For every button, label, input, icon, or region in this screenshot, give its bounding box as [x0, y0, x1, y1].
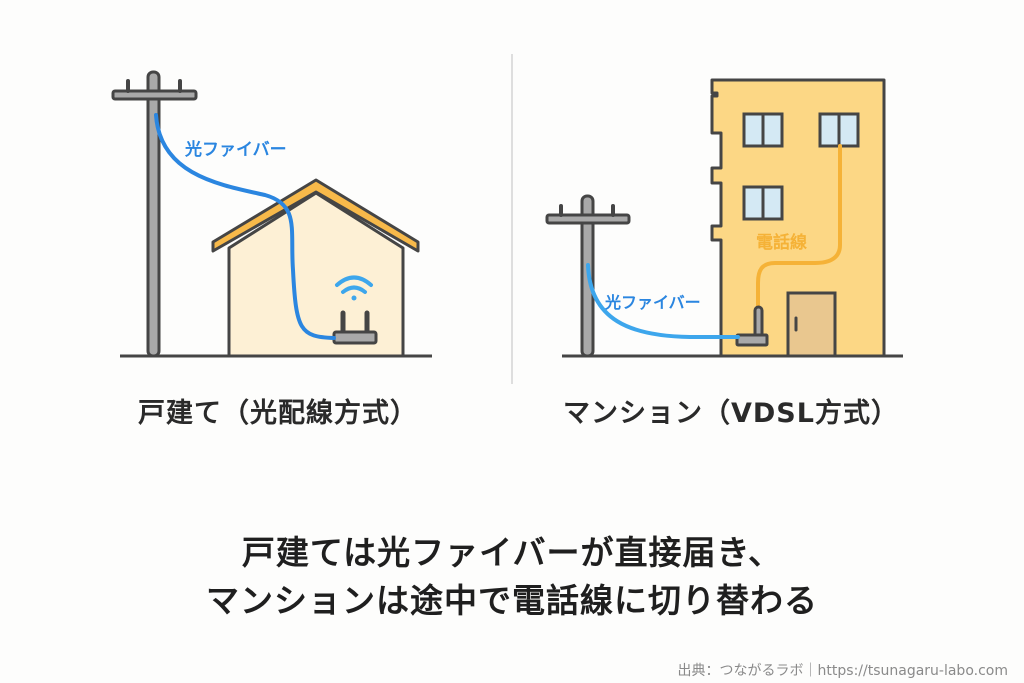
summary-line-2: マンションは途中で電話線に切り替わる	[206, 581, 818, 620]
fiber-cable	[586, 263, 740, 339]
fiber-label-left: 光ファイバー	[184, 139, 287, 160]
source-credit: 出典：つながるラボ｜https://tsunagaru-labo.com	[677, 663, 1008, 679]
window-icon	[742, 112, 784, 148]
caption-apartment: マンション（VDSL方式）	[563, 398, 899, 429]
apartment-building-icon	[710, 78, 886, 358]
summary-line-1: 戸建ては光ファイバーが直接届き、	[241, 533, 783, 572]
left-panel: 光ファイバー	[111, 70, 432, 358]
utility-pole-icon	[111, 70, 198, 358]
wifi-icon	[335, 275, 373, 301]
window-icon	[742, 185, 784, 221]
fiber-label-right: 光ファイバー	[604, 293, 701, 312]
house-icon	[211, 178, 420, 358]
fiber-cable	[154, 113, 336, 340]
phone-line	[756, 144, 842, 310]
vdsl-device-icon	[735, 305, 769, 347]
door-icon	[786, 291, 837, 358]
right-panel: 電話線 光ファイバー	[545, 78, 903, 358]
window-icon	[818, 112, 860, 148]
phone-line-label: 電話線	[756, 232, 807, 253]
caption-detached-house: 戸建て（光配線方式）	[138, 398, 418, 429]
